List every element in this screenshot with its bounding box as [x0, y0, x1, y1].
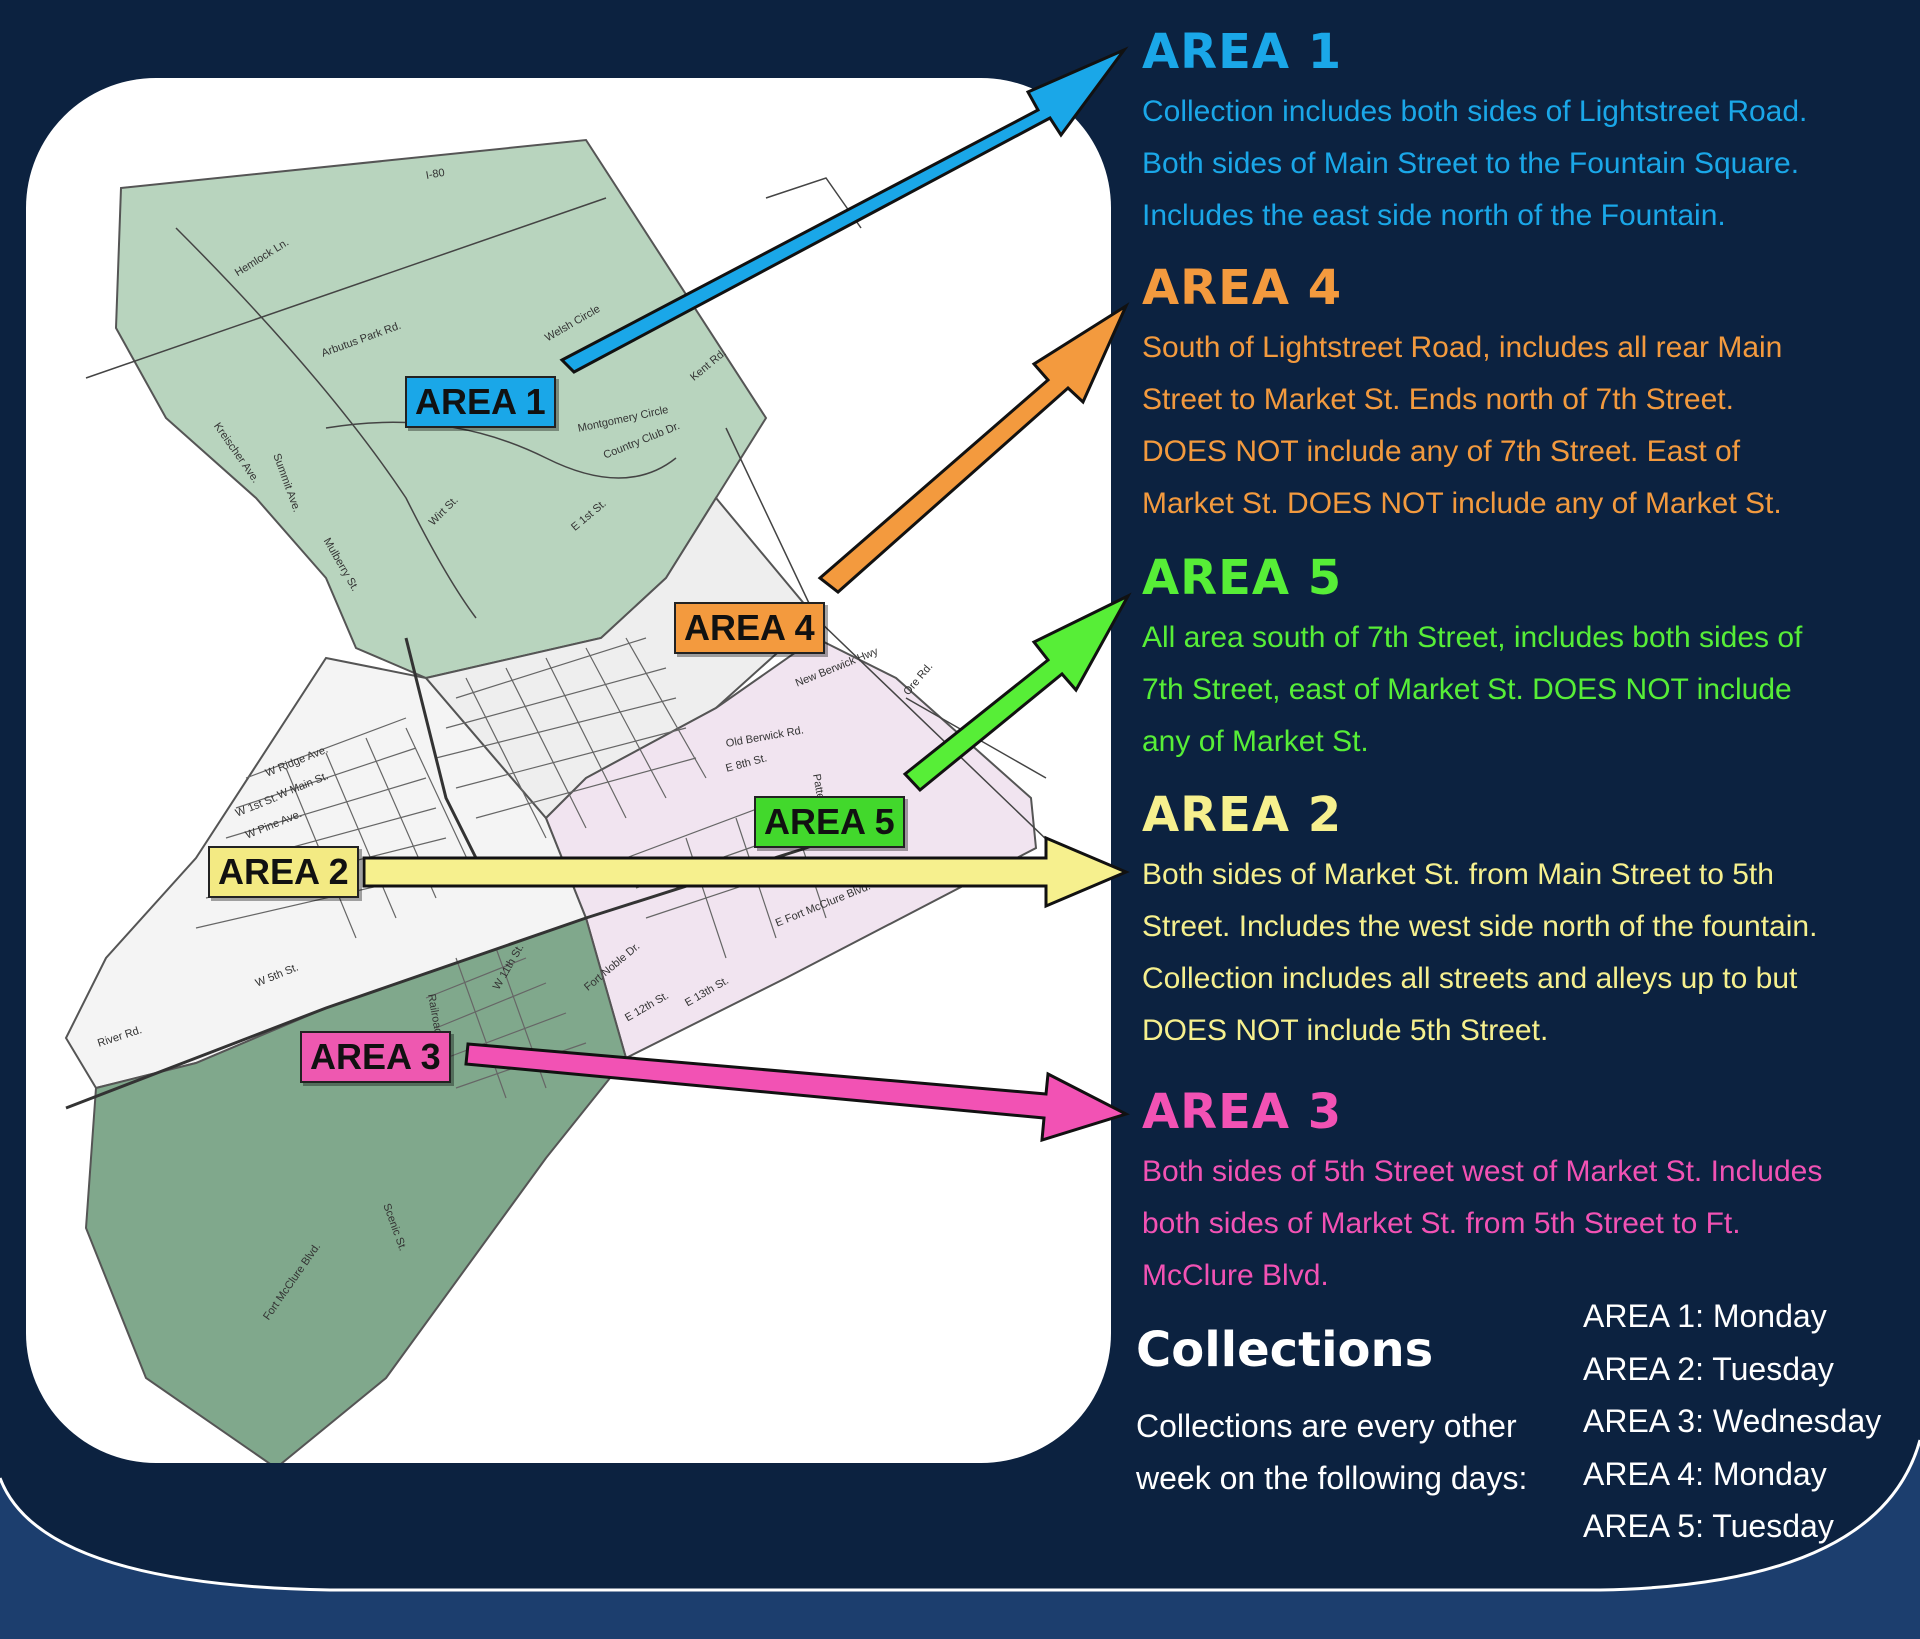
area4-text: South of Lightstreet Road, includes all …	[1142, 322, 1902, 530]
area1-text: Collection includes both sides of Lights…	[1142, 86, 1902, 242]
area4-line: DOES NOT include any of 7th Street. East…	[1142, 435, 1741, 468]
arrow-area2	[362, 835, 1130, 909]
schedule-item: AREA 1: Monday	[1583, 1298, 1827, 1334]
collection-schedule: AREA 1: Monday AREA 2: Tuesday AREA 3: W…	[1583, 1290, 1881, 1553]
map-tag-area1: AREA 1	[405, 376, 556, 428]
area3-text: Both sides of 5th Street west of Market …	[1142, 1146, 1902, 1302]
area2-description: AREA 2 Both sides of Market St. from Mai…	[1142, 787, 1902, 1057]
area4-line: Street to Market St. Ends north of 7th S…	[1142, 383, 1734, 416]
susquehanna-boundary	[404, 637, 488, 879]
area2-line: Street. Includes the west side north of …	[1142, 910, 1818, 943]
arrow-area5	[902, 592, 1132, 793]
area2-text: Both sides of Market St. from Main Stree…	[1142, 849, 1902, 1057]
map-tag-area5: AREA 5	[754, 796, 905, 848]
schedule-item: AREA 3: Wednesday	[1583, 1403, 1882, 1439]
area3-description: AREA 3 Both sides of 5th Street west of …	[1142, 1084, 1902, 1302]
collections-title: Collections	[1136, 1322, 1434, 1378]
area2-title: AREA 2	[1142, 787, 1343, 843]
schedule-item: AREA 2: Tuesday	[1583, 1350, 1834, 1387]
arrow-area3	[464, 1042, 1130, 1143]
area3-line: McClure Blvd.	[1142, 1259, 1329, 1292]
area4-line: Market St. DOES NOT include any of Marke…	[1142, 487, 1782, 520]
map-tag-area3: AREA 3	[300, 1031, 451, 1083]
area1-title: AREA 1	[1142, 24, 1343, 80]
schedule-item: AREA 4: Monday	[1583, 1455, 1827, 1492]
area2-line: Both sides of Market St. from Main Stree…	[1142, 858, 1774, 891]
area5-text: All area south of 7th Street, includes b…	[1142, 612, 1902, 768]
schedule-item: AREA 5: Tuesday	[1583, 1508, 1834, 1544]
map-tag-area4: AREA 4	[674, 602, 825, 654]
area3-title: AREA 3	[1142, 1084, 1343, 1140]
area3-line: Both sides of 5th Street west of Market …	[1142, 1155, 1823, 1188]
area2-line: DOES NOT include 5th Street.	[1142, 1014, 1549, 1047]
collections-note: Collections are every other week on the …	[1136, 1408, 1528, 1496]
area4-line: South of Lightstreet Road, includes all …	[1142, 331, 1783, 364]
area4-description: AREA 4 South of Lightstreet Road, includ…	[1142, 260, 1902, 530]
area5-line: 7th Street, east of Market St. DOES NOT …	[1142, 673, 1792, 706]
area3-line: both sides of Market St. from 5th Street…	[1142, 1207, 1741, 1240]
area2-line: Collection includes all streets and alle…	[1142, 962, 1798, 995]
map-tag-area2: AREA 2	[208, 846, 359, 898]
area5-description: AREA 5 All area south of 7th Street, inc…	[1142, 550, 1902, 768]
area4-title: AREA 4	[1142, 260, 1343, 316]
area1-line: Both sides of Main Street to the Fountai…	[1142, 147, 1800, 180]
area5-title: AREA 5	[1142, 550, 1343, 606]
area1-line: Includes the east side north of the Foun…	[1142, 199, 1726, 232]
area1-description: AREA 1 Collection includes both sides of…	[1142, 24, 1902, 242]
area5-line: All area south of 7th Street, includes b…	[1142, 621, 1803, 654]
area1-line: Collection includes both sides of Lights…	[1142, 95, 1808, 128]
arrow-area4	[817, 302, 1130, 594]
area5-line: any of Market St.	[1142, 725, 1369, 758]
arrow-area1	[559, 46, 1129, 374]
